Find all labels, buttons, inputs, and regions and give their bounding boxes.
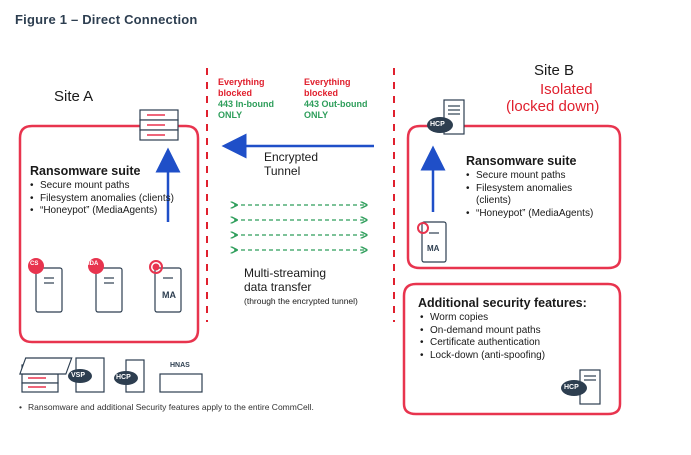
list-item: Filesystem anomalies (clients): [466, 183, 606, 208]
additional-security-box: [402, 282, 622, 416]
ida-server-icon: [95, 267, 123, 313]
list-item: Secure mount paths: [466, 170, 606, 183]
list-item: “Honeypot” (MediaAgents): [30, 205, 190, 218]
ida-badge-label: IDA: [88, 261, 99, 267]
additional-title: Additional security features:: [418, 296, 587, 310]
cs-badge-label: CS: [30, 261, 39, 267]
site-b-ma-label: MA: [427, 244, 440, 253]
list-item: Secure mount paths: [30, 180, 190, 193]
list-item: “Honeypot” (MediaAgents): [466, 208, 606, 221]
ma-server-icon: [154, 267, 182, 313]
site-b-suite-title: Ransomware suite: [466, 154, 577, 168]
legend-hcp-label: HCP: [116, 374, 131, 381]
list-item: Lock-down (anti-spoofing): [420, 350, 600, 363]
site-b-label: Site B: [534, 62, 575, 79]
legend-hcp-badge: [114, 371, 138, 385]
list-item: On-demand mount paths: [420, 325, 600, 338]
site-a-box: [18, 124, 200, 344]
site-b-box: [406, 124, 622, 270]
vsp-label: VSP: [71, 372, 86, 379]
additional-hcp-label: HCP: [564, 384, 579, 391]
firewall-left-label: Everything blocked 443 In-bound ONLY: [218, 77, 274, 120]
additional-hcp-badge: [561, 380, 587, 396]
additional-list: Worm copies On-demand mount paths Certif…: [420, 312, 600, 362]
cs-badge: [28, 258, 44, 274]
site-b-status-line1: Isolated: [540, 81, 593, 98]
ida-badge: [88, 258, 104, 274]
site-b-gear-icon: [417, 222, 429, 234]
site-b-suite-list: Secure mount paths Filesystem anomalies …: [466, 170, 606, 220]
firewall-right-label: Everything blocked 443 Out-bound ONLY: [304, 77, 368, 120]
figure-title: Figure 1 – Direct Connection: [15, 12, 198, 27]
hnas-device-icon: [19, 357, 203, 393]
site-a-suite-list: Secure mount paths Filesystem anomalies …: [30, 180, 190, 218]
site-b-ma-server-icon: [421, 221, 447, 263]
hcp-badge: [427, 117, 453, 133]
list-item: Worm copies: [420, 312, 600, 325]
multi-streaming-arrows: [234, 205, 364, 250]
list-item: Filesystem anomalies (clients): [30, 193, 190, 206]
tunnel-label: Encrypted Tunnel: [264, 150, 319, 178]
cs-server-icon: [35, 267, 63, 313]
site-a-label: Site A: [54, 88, 94, 105]
streaming-label: Multi-streaming data transfer (through t…: [244, 266, 358, 306]
vsp-badge: [68, 369, 92, 383]
site-a-suite-title: Ransomware suite: [30, 164, 141, 178]
footnote: Ransomware and additional Security featu…: [19, 402, 314, 412]
server-rack-icon: [139, 109, 179, 141]
hcp-badge-label: HCP: [430, 121, 445, 128]
site-b-status-line2: (locked down): [506, 98, 600, 115]
list-item: Certificate authentication: [420, 337, 600, 350]
gear-icon: [149, 260, 163, 274]
hnas-label: HNAS: [170, 362, 190, 369]
ma-label: MA: [162, 290, 176, 300]
